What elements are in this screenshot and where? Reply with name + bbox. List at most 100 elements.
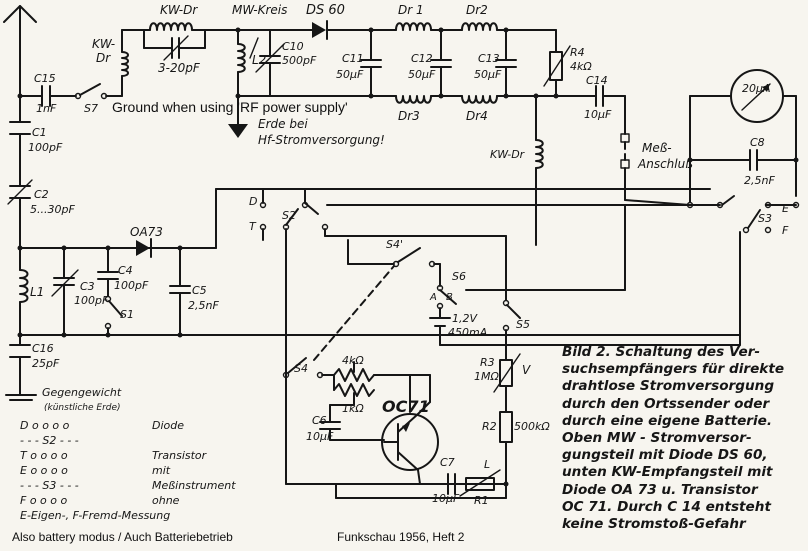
label-c3-value: 100pF — [74, 294, 109, 307]
capacitor-c4 — [97, 247, 119, 297]
caption-line: durch eine eigene Batterie. — [562, 412, 773, 429]
resistor-r4 — [543, 29, 571, 97]
label-dr4: Dr4 — [466, 109, 488, 123]
caption-line: Bild 2. Schaltung des Ver- — [562, 344, 761, 360]
battery — [429, 317, 451, 346]
footer-left-note: Also battery modus / Auch Batteriebetrie… — [12, 530, 233, 544]
label-kunstliche-erde: (künstliche Erde) — [44, 403, 121, 413]
capacitor-c10 — [237, 29, 285, 97]
label-c5-value: 2,5nF — [188, 299, 219, 312]
capacitor-c16 — [9, 344, 31, 358]
choke-dr4 — [461, 95, 498, 104]
legend-row: E-Eigen-, F-Fremd-Messung — [20, 508, 236, 523]
label-l1: L1 — [30, 285, 44, 299]
resistor-4k — [333, 368, 375, 382]
label-c10-value: 500pF — [282, 54, 317, 67]
label-hf-stromversorgung: Hf-Stromversorgung! — [258, 133, 385, 147]
capacitor-c5 — [169, 247, 191, 336]
label-erde-bei: Erde bei — [258, 117, 308, 131]
label-s4: S4 — [294, 362, 308, 375]
label-s4-prime: S4' — [386, 238, 403, 251]
label-c11-value: 50µF — [336, 68, 364, 81]
switch-s6 — [436, 284, 457, 310]
label-switch-f: F — [782, 224, 789, 237]
label-c16-value: 25pF — [32, 357, 60, 370]
capacitor-c12 — [430, 29, 452, 97]
legend-symbols: F o o o o — [20, 494, 68, 507]
diode-ds60 — [269, 20, 397, 40]
resistor-1k — [333, 374, 375, 397]
label-c14-value: 10µF — [584, 108, 612, 121]
antenna-symbol — [3, 5, 37, 65]
label-r4: R4 — [570, 46, 585, 59]
label-meter-value: 20µA — [742, 82, 771, 95]
label-r4-value: 4kΩ — [570, 60, 592, 73]
caption-line: keine Stromstoß-Gefahr — [562, 516, 746, 533]
label-switch-t: T — [249, 220, 257, 233]
mechanical-link — [313, 265, 395, 361]
capacitor-c7 — [419, 473, 467, 495]
label-c4-value: 100pF — [114, 279, 149, 292]
ground-symbol — [228, 95, 248, 138]
legend-row: - - - S2 - - - — [20, 433, 236, 448]
switch-s4-prime — [347, 239, 441, 268]
inductor-kw-dr-left — [121, 29, 129, 97]
choke-dr1 — [395, 22, 432, 31]
legend-text: Meßinstrument — [152, 479, 236, 492]
switch-s7 — [74, 83, 123, 100]
legend-symbols: E o o o o — [20, 464, 68, 477]
label-c7-value: 10µF — [432, 492, 460, 505]
label-mess-1: Meß- — [642, 141, 672, 155]
legend-text: ohne — [152, 494, 180, 507]
legend-text: mit — [152, 464, 171, 477]
caption-line: gungsteil mit Diode DS 60, — [562, 447, 768, 464]
figure-caption: Bild 2. Schaltung des Ver- suchsempfänge… — [562, 344, 802, 533]
capacitor-c3 — [51, 247, 79, 336]
label-switch-d: D — [249, 195, 257, 208]
label-bat-a: A — [429, 292, 437, 303]
label-c13: C13 — [478, 52, 500, 65]
label-kw-dr-top: KW-Dr — [160, 3, 198, 17]
label-c11: C11 — [342, 52, 364, 65]
caption-line: drahtlose Stromversorgung — [562, 378, 775, 395]
label-r1: R1 — [474, 494, 489, 507]
resistor-r3 — [493, 353, 521, 413]
label-bat-b: B — [446, 292, 453, 303]
capacitor-c14 — [595, 85, 626, 107]
label-gegengewicht: Gegengewicht — [42, 386, 122, 399]
meter-20ua — [730, 69, 784, 123]
legend-symbols: E-Eigen-, F-Fremd-Messung — [20, 509, 171, 522]
caption-line: Oben MW - Stromversor- — [562, 430, 752, 447]
resistor-r2 — [499, 411, 513, 485]
caption-line: unten KW-Empfangsteil mit — [562, 464, 773, 481]
label-c1: C1 — [32, 126, 47, 139]
label-kw-dr-left-1: KW- — [92, 37, 115, 51]
caption-line: Diode OA 73 u. Transistor — [562, 481, 758, 498]
label-c3: C3 — [80, 280, 95, 293]
legend-row: - - - S3 - - -Meßinstrument — [20, 478, 236, 493]
label-r3-value: 1MΩ — [474, 370, 499, 383]
label-c12-value: 50µF — [408, 68, 436, 81]
label-ds60: DS 60 — [306, 3, 345, 18]
label-oa73: OA73 — [130, 225, 163, 239]
caption-line: suchsempfängers für direkte — [562, 361, 785, 378]
label-l2: L2 — [252, 53, 266, 67]
label-c7: C7 — [440, 456, 455, 469]
inductor-l2 — [237, 29, 246, 97]
choke-dr3 — [395, 95, 432, 104]
label-dr2: Dr2 — [466, 3, 488, 17]
label-s1: S1 — [120, 308, 134, 321]
schematic-labels: KW-Dr KW- Dr 3-20pF MW-Kreis DS 60 L2 C1… — [28, 3, 789, 507]
label-c8-value: 2,5nF — [744, 174, 775, 187]
label-c14: C14 — [586, 74, 608, 87]
label-switch-e: E — [782, 202, 789, 215]
label-c2: C2 — [34, 188, 49, 201]
legend-text: Diode — [152, 419, 185, 432]
label-c13-value: 50µF — [474, 68, 502, 81]
legend-row: F o o o o ohne — [20, 493, 236, 508]
legend-symbols: T o o o o — [20, 449, 68, 462]
label-c6: C6 — [312, 414, 327, 427]
ground-note: Ground when using 'RF power supply' — [112, 99, 348, 115]
